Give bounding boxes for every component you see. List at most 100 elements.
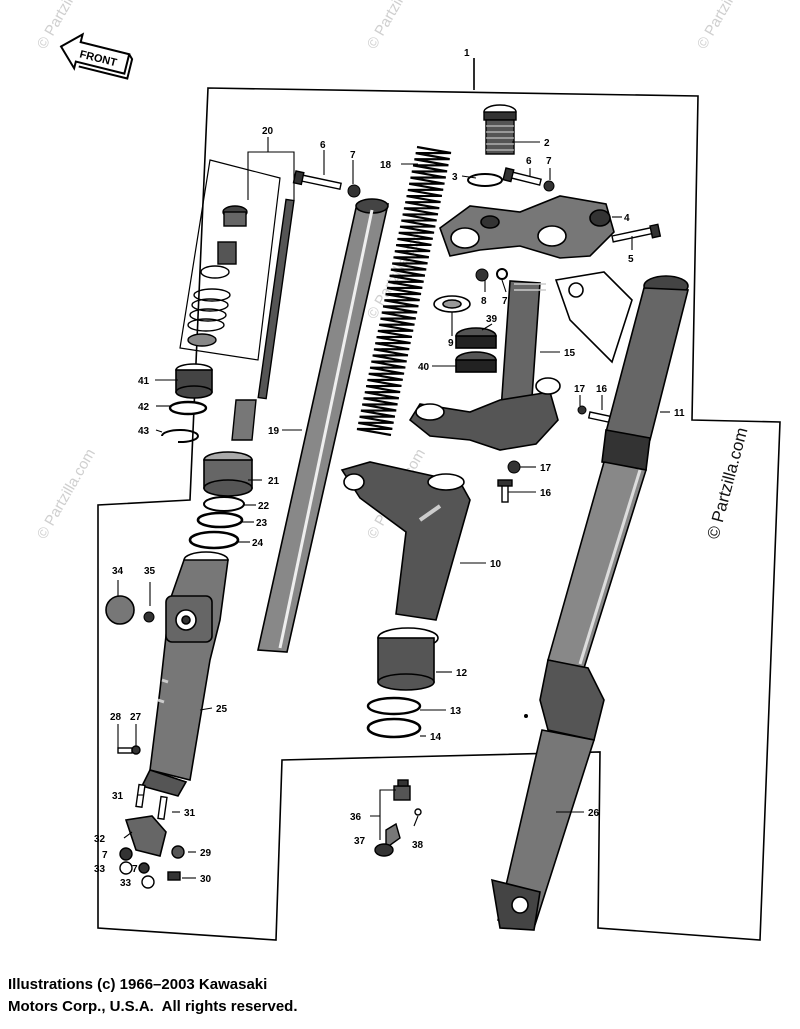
callout-number: 23 (256, 518, 268, 529)
callout-number: 43 (138, 426, 150, 437)
dust-seal-stack-icon (433, 295, 497, 373)
callout-number: 33 (94, 864, 106, 875)
callout-number: 37 (354, 836, 366, 847)
callout-number: 40 (418, 362, 430, 373)
callout-number: 7 (546, 156, 552, 167)
callout-number: 7 (132, 864, 138, 875)
callout-number: 42 (138, 402, 150, 413)
callout-number: 36 (350, 812, 362, 823)
upper-bracket-icon (439, 195, 615, 259)
callout-number: 41 (138, 376, 150, 387)
nut-icon (347, 184, 361, 198)
oil-seal-icon (203, 451, 253, 497)
fork-spring-icon (356, 145, 452, 437)
callout-number: 29 (200, 848, 212, 859)
copyright-line-2: Motors Corp., U.S.A. All rights reserved… (8, 998, 298, 1015)
callout-number: 25 (216, 704, 228, 715)
nut-icon (143, 611, 155, 623)
callout-number: 39 (486, 314, 498, 325)
bolt-icon (292, 170, 342, 191)
callout-number: 16 (540, 488, 552, 499)
callout-number: 18 (380, 160, 392, 171)
callout-number: 5 (628, 254, 634, 265)
callout-number: 16 (596, 384, 608, 395)
leader-lines (117, 58, 670, 879)
nut-icon (524, 714, 528, 718)
washer-icon (196, 511, 244, 529)
o-ring-icon (188, 530, 240, 550)
right-fork-tube-icon (491, 271, 690, 931)
callout-number: 3 (452, 172, 458, 183)
callout-number: 17 (540, 463, 552, 474)
callout-number: 9 (448, 338, 454, 349)
circlip-icon (161, 429, 199, 444)
callout-number: 27 (130, 712, 142, 723)
reflector-icon (105, 595, 135, 625)
callout-number: 33 (120, 878, 132, 889)
callout-number: 20 (262, 126, 274, 137)
callout-number: 8 (481, 296, 487, 307)
callout-number: 10 (490, 559, 502, 570)
axle-stud-icon (135, 783, 168, 820)
callout-number: 11 (674, 408, 685, 419)
left-outer-tube-icon (140, 551, 229, 797)
edge-watermark: © Partzilla.com (704, 425, 752, 541)
callout-number: 7 (102, 850, 108, 861)
callout-number: 24 (252, 538, 264, 549)
nut-icon (543, 180, 555, 192)
washer-icon (577, 405, 587, 415)
front-arrow-icon: FRONT (59, 32, 134, 80)
o-ring-icon (366, 696, 422, 716)
watermark: © Partzilla.com (364, 0, 429, 52)
callout-number: 7 (502, 296, 508, 307)
callout-number: 34 (112, 566, 124, 577)
nut-icon (507, 460, 521, 474)
callout-number: 21 (268, 476, 280, 487)
callout-number: 2 (544, 138, 550, 149)
callout-number: 6 (526, 156, 532, 167)
axle-cap-icon (124, 815, 167, 857)
callout-number: 31 (184, 808, 196, 819)
callout-number: 15 (564, 348, 576, 359)
callout-number: 1 (464, 48, 470, 59)
callout-number: 28 (110, 712, 122, 723)
callout-number: 35 (144, 566, 156, 577)
callout-number: 17 (574, 384, 586, 395)
copyright-line-1: Illustrations (c) 1966–2003 Kawasaki (8, 976, 268, 993)
o-ring-icon (203, 496, 245, 512)
callout-number: 38 (412, 840, 424, 851)
lock-key-icon (374, 779, 422, 857)
callout-labels: 1 20 6 7 18 2 3 6 7 4 5 8 7 9 39 40 15 4… (94, 48, 685, 889)
callout-number: 4 (624, 213, 630, 224)
drain-screw-icon (117, 745, 141, 755)
nut-icon (119, 845, 185, 889)
lower-cover-icon (377, 627, 439, 691)
callout-number: 13 (450, 706, 462, 717)
bushing-icon (175, 363, 213, 399)
o-ring-icon (366, 717, 422, 739)
callout-number: 7 (350, 150, 356, 161)
washer-icon (168, 400, 208, 416)
callout-number: 12 (456, 668, 468, 679)
washer-icon (496, 268, 508, 280)
copyright-notice: Illustrations (c) 1966–2003 Kawasaki Mot… (8, 974, 568, 1018)
watermark: © Partzilla.com (34, 446, 99, 542)
callout-number: 30 (200, 874, 212, 885)
callout-number: 26 (588, 808, 600, 819)
steering-stem-icon (408, 280, 561, 451)
callout-number: 19 (268, 426, 280, 437)
callout-number: 14 (430, 732, 442, 743)
callout-number: 6 (320, 140, 326, 151)
watermark: © Partzilla.com (694, 0, 759, 52)
fork-tube-icon (257, 198, 390, 653)
nut-icon (475, 268, 489, 282)
damper-rod-icon (187, 198, 295, 441)
callout-number: 32 (94, 834, 106, 845)
bolt-icon (497, 479, 513, 503)
bolt-icon (502, 167, 542, 186)
callout-number: 31 (112, 791, 124, 802)
o-ring-icon (467, 173, 503, 187)
callout-number: 22 (258, 501, 270, 512)
bolt-icon (611, 223, 662, 243)
